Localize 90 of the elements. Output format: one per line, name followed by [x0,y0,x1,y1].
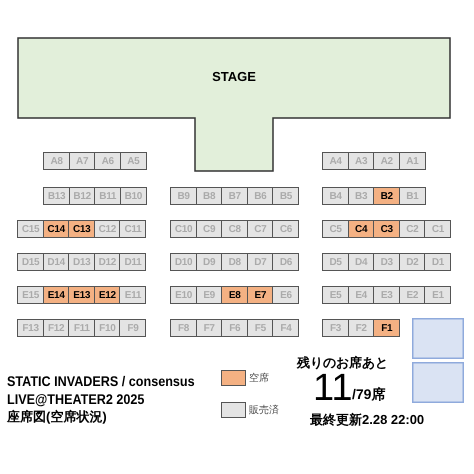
sold-seat: F8 [170,319,198,337]
vacant-seat: E7 [246,286,274,304]
sold-seat: E5 [322,286,350,304]
sold-seat: B9 [170,187,198,205]
sold-seat: F5 [246,319,274,337]
sold-seat: E2 [398,286,426,304]
total-seats: /79席 [352,386,386,404]
sold-seat: E4 [348,286,375,304]
vacant-seat: E14 [42,286,70,304]
vacant-seat: C14 [42,220,70,238]
sold-seat: D9 [196,253,223,271]
sold-seat: B12 [68,187,96,205]
sold-seat: B8 [196,187,223,205]
event-title: STATIC INVADERS / consensus [7,373,195,389]
sold-seat: B1 [398,187,426,205]
sold-seat: D11 [119,253,146,271]
sold-seat: B4 [322,187,350,205]
sold-seat: B5 [272,187,300,205]
sold-seat: C1 [424,220,452,238]
sold-seat: F11 [68,319,96,337]
sold-seat: F13 [17,319,44,337]
sold-seat: B10 [120,187,147,205]
vacant-seat: F1 [373,319,400,337]
sold-seat: D4 [348,253,375,271]
sold-seat: C15 [17,220,44,238]
sold-seat: E15 [17,286,44,304]
sold-seat: E3 [373,286,400,304]
sold-seat: A6 [94,152,122,170]
last-updated: 最終更新2.28 22:00 [310,411,424,429]
sold-seat: D10 [170,253,198,271]
sold-seat: F9 [119,319,146,337]
sold-seat: E9 [196,286,223,304]
sold-seat: D8 [221,253,248,271]
sold-seat: E1 [424,286,452,304]
sold-seat: B11 [94,187,122,205]
event-subtitle: LIVE@THEATER2 2025 [7,391,144,407]
sold-seat: D7 [246,253,274,271]
sold-seat: D1 [424,253,452,271]
sold-seat: A5 [120,152,147,170]
stage-area [17,37,451,172]
sold-seat: D15 [17,253,44,271]
sold-seat: F6 [221,319,248,337]
sold-seat: C7 [246,220,274,238]
sold-seat: D5 [322,253,350,271]
sold-seat: F12 [42,319,70,337]
sold-seat: A7 [68,152,96,170]
sold-seat: B7 [221,187,248,205]
sold-seat: D3 [373,253,400,271]
sold-seat: D14 [42,253,70,271]
sold-seat: F4 [272,319,300,337]
vacant-seat: C4 [348,220,375,238]
sold-seat: B3 [348,187,375,205]
sold-seat: C8 [221,220,248,238]
blank-panel [412,362,464,403]
sold-seat: F2 [348,319,375,337]
sold-seat: F3 [322,319,350,337]
legend-label: 空席 [249,372,269,385]
sold-seat: D12 [94,253,121,271]
vacant-seat: B2 [373,187,400,205]
blank-panel [412,318,464,359]
sold-seat: B13 [43,187,70,205]
sold-seat: A2 [373,152,400,170]
sold-seat: A1 [398,152,426,170]
sold-seat: C9 [196,220,223,238]
vacant-seat: C13 [68,220,96,238]
vacant-seat: E8 [221,286,248,304]
sold-seat: E6 [272,286,300,304]
sold-seat: C11 [119,220,146,238]
vacant-seat: E13 [68,286,96,304]
sold-seat: C5 [322,220,350,238]
stage-label: STAGE [211,69,257,84]
sold-seat: C2 [398,220,426,238]
sold-seat: E10 [170,286,198,304]
chart-title: 座席図(空席状況) [7,408,107,426]
sold-seat: D2 [398,253,426,271]
sold-seat: A4 [322,152,350,170]
sold-seat: D13 [68,253,96,271]
sold-seat: A3 [348,152,375,170]
sold-seat: C12 [94,220,121,238]
legend-label: 販売済 [249,404,279,417]
vacant-seat: E12 [94,286,121,304]
sold-seat: C6 [272,220,300,238]
sold-seat: E11 [119,286,146,304]
sold-seat: B6 [246,187,274,205]
sold-seat: F10 [94,319,121,337]
sold-seat: F7 [196,319,223,337]
vacant-seat: C3 [373,220,400,238]
sold-seat: C10 [170,220,198,238]
sold-seat: D6 [272,253,300,271]
sold-seat: A8 [43,152,70,170]
